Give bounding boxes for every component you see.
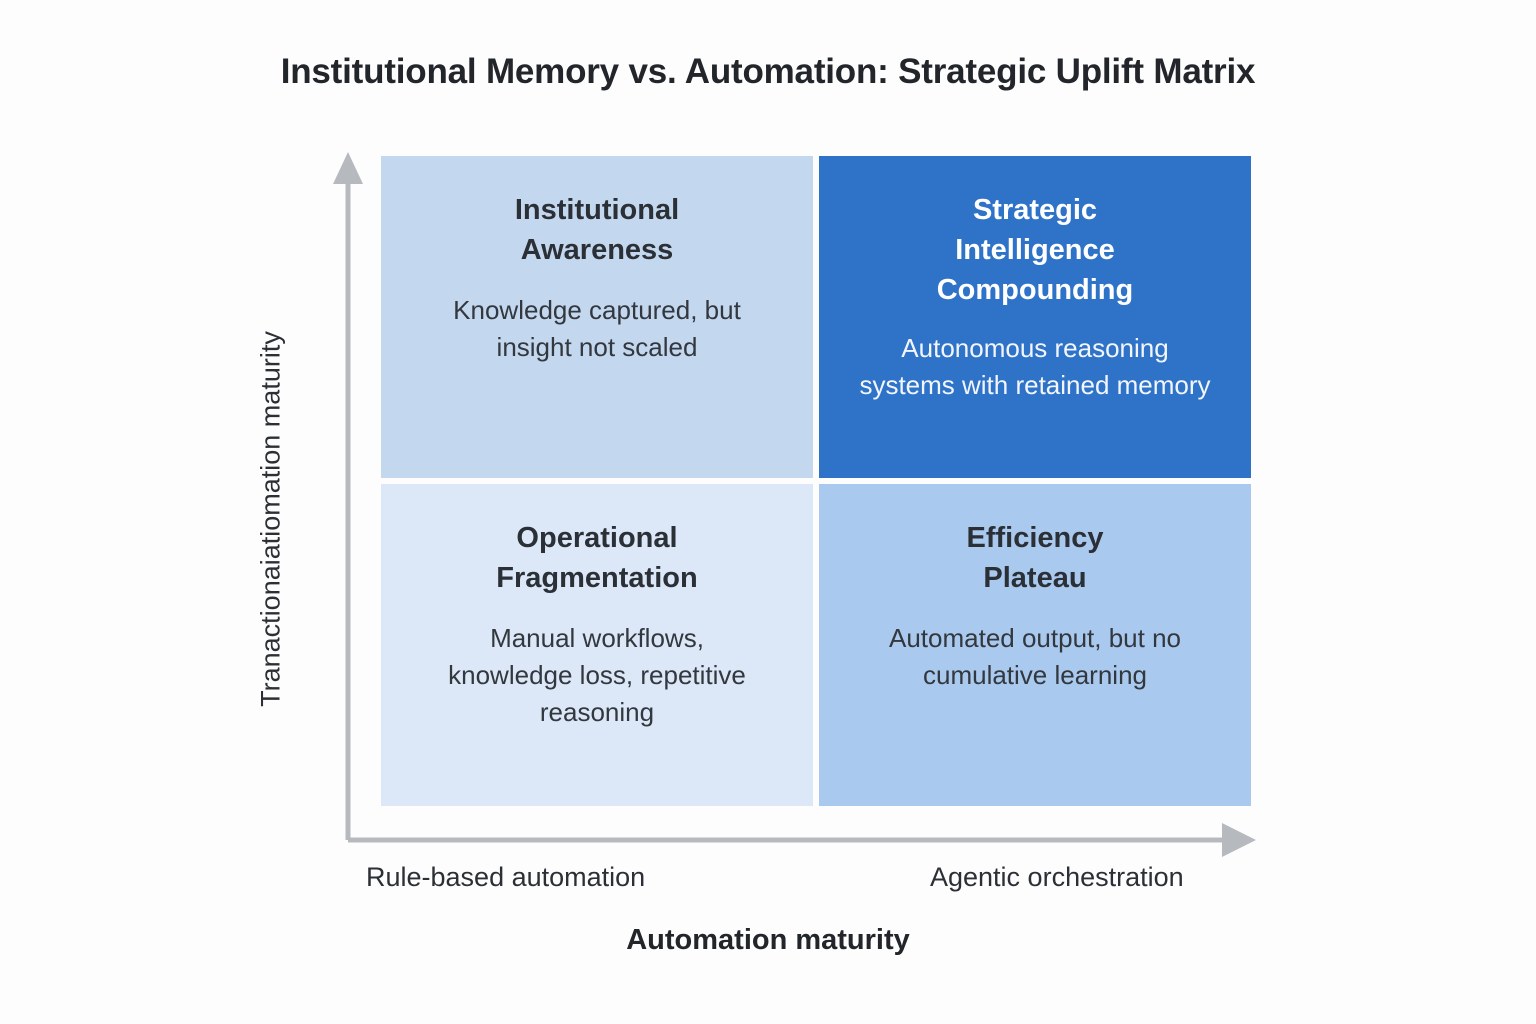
quadrant-institutional-awareness[interactable]: Institutional Awareness Knowledge captur… — [381, 156, 813, 478]
x-axis-arrowhead — [1222, 823, 1256, 857]
y-axis-label: Tranactionaiatiomation maturity — [255, 331, 286, 707]
quadrant-strategic-intelligence-compounding[interactable]: Strategic Intelligence Compounding Auton… — [819, 156, 1251, 478]
page-title: Institutional Memory vs. Automation: Str… — [280, 52, 1256, 91]
x-axis-label: Automation maturity — [626, 924, 910, 956]
y-axis-arrowhead — [333, 152, 363, 184]
quadrant-matrix: Institutional Awareness Knowledge captur… — [381, 156, 1251, 806]
quadrant-efficiency-plateau[interactable]: Efficiency Plateau Automated output, but… — [819, 484, 1251, 806]
x-axis-tick-low: Rule-based automation — [366, 862, 646, 892]
quadrant-title: Institutional Awareness — [514, 194, 680, 267]
quadrant-operational-fragmentation[interactable]: Operational Fragmentation Manual workflo… — [381, 484, 813, 806]
quadrant-title: Strategic Intelligence Compounding — [936, 194, 1134, 307]
quadrant-description: Autonomous reasoning systems with retain… — [859, 333, 1211, 400]
quadrant-description: Manual workflows, knowledge loss, repeti… — [448, 623, 746, 727]
x-axis-tick-high: Agentic orchestration — [930, 862, 1184, 892]
quadrant-description: Knowledge captured, but insight not scal… — [453, 295, 741, 362]
quadrant-description: Automated output, but no cumulative lear… — [889, 623, 1181, 690]
quadrant-title: Operational Fragmentation — [496, 522, 698, 595]
quadrant-title: Efficiency Plateau — [966, 522, 1104, 595]
